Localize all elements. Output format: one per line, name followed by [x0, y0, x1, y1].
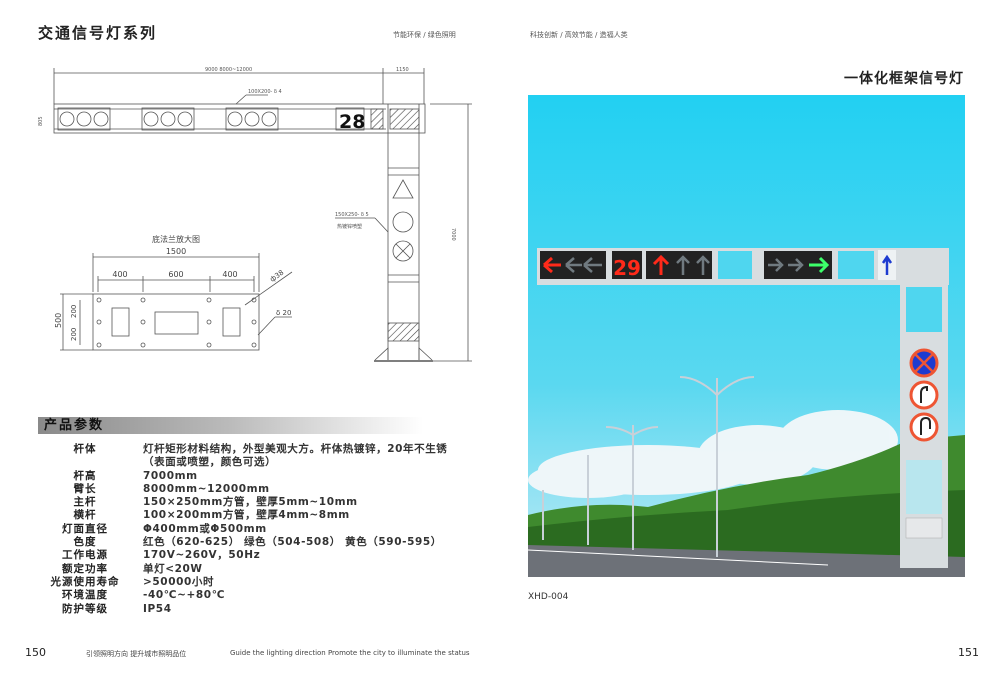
product-title: 一体化框架信号灯	[844, 71, 964, 87]
svg-text:9000 8000~12000: 9000 8000~12000	[205, 67, 252, 73]
page-number-right: 151	[958, 646, 979, 659]
spec-row: 额定功率单灯<20W	[62, 562, 203, 575]
svg-text:δ 20: δ 20	[276, 309, 291, 317]
signal-heads	[57, 107, 365, 131]
specs-header: 产品参数	[38, 417, 423, 434]
technical-drawing: 9000 8000~12000 1150 100X200- δ 4 805 28…	[38, 67, 472, 362]
svg-text:400: 400	[222, 270, 237, 279]
model-number: XHD-004	[528, 592, 569, 602]
svg-text:200: 200	[70, 305, 78, 318]
svg-text:热镀锌喷塑: 热镀锌喷塑	[337, 223, 362, 230]
series-title: 交通信号灯系列	[38, 24, 158, 42]
footer-slogan-en: Guide the lighting direction Promote the…	[230, 649, 470, 657]
drawing-countdown: 28	[339, 111, 365, 133]
svg-text:400: 400	[112, 270, 127, 279]
product-photo: 29	[528, 95, 965, 577]
svg-text:底法兰放大图: 底法兰放大图	[152, 234, 200, 244]
slogan-right: 科技创新 / 高效节能 / 造福人类	[530, 31, 628, 39]
signal-frame: 29	[537, 248, 949, 568]
specs-table: 杆体灯杆矩形材料结构，外型美观大方。杆体热镀锌，20年不生锈（表面或喷塑，颜色可…	[30, 443, 463, 616]
photo-countdown: 29	[613, 256, 641, 280]
spec-row: 光源使用寿命>50000小时	[50, 575, 215, 588]
clouds	[528, 410, 898, 498]
road-signs	[909, 348, 939, 442]
flange-plate	[92, 293, 260, 351]
footer-slogan-cn: 引领照明方向 提升城市照明品位	[86, 650, 187, 658]
svg-text:805: 805	[38, 116, 44, 126]
svg-text:150X250- δ 5: 150X250- δ 5	[335, 212, 369, 218]
svg-text:7000: 7000	[450, 228, 456, 241]
slogan-left: 节能环保 / 绿色照明	[393, 31, 456, 39]
svg-text:1150: 1150	[396, 67, 409, 73]
svg-text:600: 600	[168, 270, 183, 279]
spec-row: 色度红色（620-625） 绿色（504-508） 黄色（590-595）	[73, 536, 442, 549]
page-number-left: 150	[25, 646, 46, 659]
street-lamps	[542, 376, 755, 557]
svg-text:ф38: ф38	[269, 269, 286, 284]
svg-text:500: 500	[54, 313, 63, 328]
spec-row: 环境温度-40℃~+80℃	[62, 589, 226, 602]
svg-text:1500: 1500	[166, 247, 186, 256]
svg-text:200: 200	[70, 328, 78, 341]
svg-text:100X200- δ 4: 100X200- δ 4	[248, 89, 282, 95]
spec-row: 杆体灯杆矩形材料结构，外型美观大方。杆体热镀锌，20年不生锈（表面或喷塑，颜色可…	[73, 443, 448, 469]
